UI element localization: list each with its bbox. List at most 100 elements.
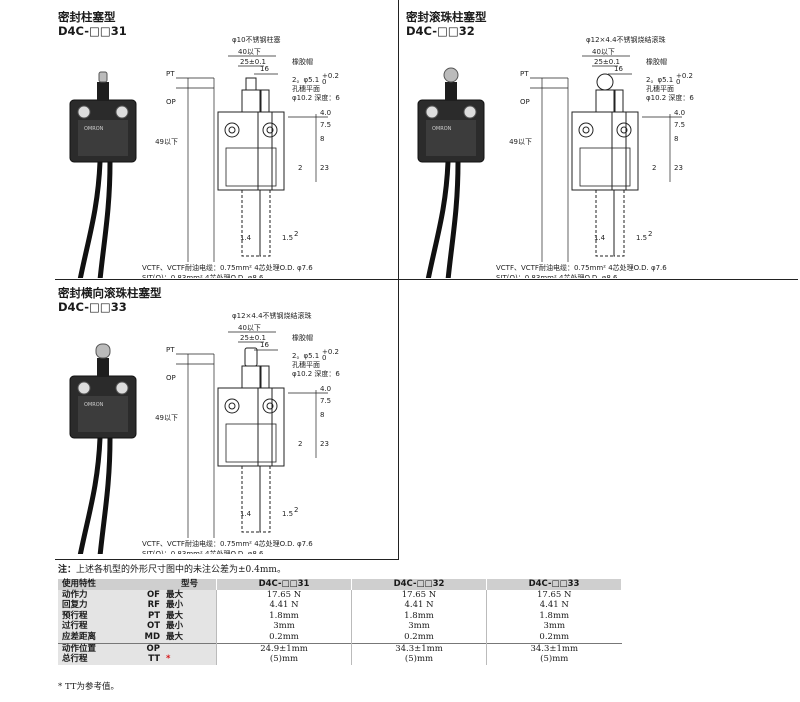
front-roller — [244, 347, 258, 367]
front-plunger-boot — [595, 89, 615, 113]
cable-photo — [445, 161, 461, 278]
side-view-body — [611, 111, 627, 191]
spec-value-cell: 1.8mm — [351, 610, 487, 622]
hole-note: φ10.2 深度：6 — [292, 93, 340, 102]
brand-logo: OMRON — [84, 126, 104, 132]
panel-title: 密封滚珠柱塞型 — [406, 10, 487, 24]
front-mount-hole — [262, 398, 278, 414]
dimension-label: 4.0 — [674, 109, 685, 117]
hole-note: φ10.2 深度：6 — [646, 93, 694, 102]
mount-hole-photo — [425, 105, 439, 119]
spec-value-cell: 0.2mm — [216, 631, 352, 644]
cable-note: VCTF、VCTF耐油电缆：0.75mm² 4芯处理O.D. φ7.6 — [496, 263, 667, 272]
callout-label: 橡胶帽 — [292, 57, 313, 66]
hole-tol: 0 — [322, 78, 326, 86]
front-mount-hole-inner — [266, 126, 274, 134]
front-view-window — [225, 423, 277, 463]
side-view-body — [257, 387, 273, 467]
dimension-label: 25±0.1 — [240, 334, 266, 342]
dimension-label: 2 — [294, 230, 298, 238]
dimension-label: 40以下 — [238, 48, 261, 56]
spec-value-cell: 34.3±1mm — [351, 642, 487, 655]
dimension-label: 2 — [298, 164, 302, 172]
dimension-label: 16 — [614, 65, 623, 73]
side-plunger — [614, 89, 624, 113]
dimension-label: 16 — [260, 65, 269, 73]
dimension-label: 1.5 — [282, 510, 293, 518]
dimension-label: 7.5 — [674, 121, 685, 129]
dimension-drawing-32: OMRON40以下25±0.1PTOP49以下34224.07.5823161.… — [417, 35, 694, 278]
front-view-window — [579, 147, 631, 187]
panel-divider-horizontal — [55, 279, 798, 280]
note-text: 上述各机型的外形尺寸图中的未注公差为±0.4mm。 — [76, 565, 286, 575]
mount-hole-photo — [463, 105, 477, 119]
spec-value-cell: 24.9±1mm — [216, 642, 352, 655]
pt-label: PT — [166, 70, 175, 78]
dimension-label: 1.4 — [594, 234, 606, 242]
dimension-label: 8 — [320, 411, 324, 419]
panel-divider-vertical — [398, 0, 399, 560]
note-label: 注： — [58, 565, 77, 575]
dimension-label: 23 — [320, 440, 329, 448]
height-label: 49以下 — [155, 138, 178, 146]
drawing-panel-31: 密封柱塞型 D4C-□□31 — [58, 10, 398, 278]
front-mount-hole — [262, 122, 278, 138]
callout-label: φ12×4.4不锈钢烧结滚珠 — [232, 311, 312, 320]
height-label: 49以下 — [155, 414, 178, 422]
switch-label-plate — [78, 120, 128, 156]
cable-photo — [97, 161, 113, 278]
front-plunger-boot — [241, 89, 261, 113]
spec-value-cell: 1.8mm — [486, 610, 622, 622]
front-view-body — [217, 111, 285, 191]
hole-note: 2。φ5.1 — [292, 352, 319, 360]
panel-title: 密封柱塞型 — [58, 10, 116, 24]
spec-value-cell: 0.2mm — [351, 631, 487, 644]
panel-bottom-rule — [55, 559, 399, 560]
front-mount-hole-inner — [582, 126, 590, 134]
cable-note: SJT(O)：0.83mm² 4芯处理O.D. φ8.6 — [142, 549, 264, 554]
header-cell: D4C-□□32 — [351, 579, 487, 590]
dimension-label: 4.0 — [320, 385, 331, 393]
dimension-label: 2 — [648, 230, 652, 238]
table-header-row: 使用特性 型号 D4C-□□31 D4C-□□32 D4C-□□33 — [58, 579, 622, 590]
spec-value-cell: 3mm — [486, 621, 622, 632]
callout-label: 橡胶帽 — [292, 333, 313, 342]
dimension-label: 2 — [294, 506, 298, 514]
front-cable — [241, 465, 261, 533]
panel-title: 密封横向滚珠柱塞型 — [58, 286, 162, 300]
panel-model: D4C-□□32 — [406, 24, 475, 38]
cable-photo — [425, 161, 451, 278]
dimension-label: 1.4 — [240, 510, 252, 518]
hole-note: 孔穗平面 — [646, 84, 674, 93]
header-cell: 使用特性 型号 — [58, 579, 217, 590]
side-view-body — [257, 111, 273, 191]
front-mount-hole — [578, 122, 594, 138]
drawing-panel-32: 密封滚珠柱塞型 D4C-□□32 — [406, 10, 796, 278]
side-plunger — [260, 89, 270, 113]
tolerance-note: 注：上述各机型的外形尺寸图中的未注公差为±0.4mm。 — [58, 562, 286, 575]
plunger-photo — [98, 71, 108, 83]
dimension-label: 1.4 — [240, 234, 252, 242]
spec-value-cell: 1.8mm — [216, 610, 352, 622]
spec-value-cell: 4.41 N — [216, 600, 352, 611]
callout-label: φ10不锈钢柱塞 — [232, 35, 281, 44]
spec-value-cell: 17.65 N — [351, 589, 487, 601]
front-mount-hole — [224, 122, 240, 138]
side-cable — [613, 189, 625, 257]
table-footnote: * TT为参考值。 — [58, 682, 119, 692]
op-label: OP — [520, 98, 530, 106]
cable-note: VCTF、VCTF耐油电缆：0.75mm² 4芯处理O.D. φ7.6 — [142, 263, 313, 272]
spec-value-cell: 17.65 N — [216, 589, 352, 601]
front-mount-hole — [616, 122, 632, 138]
cable-note: VCTF、VCTF耐油电缆：0.75mm² 4芯处理O.D. φ7.6 — [142, 539, 313, 548]
header-cell: D4C-□□33 — [486, 579, 622, 590]
dimension-label: 2 — [652, 164, 656, 172]
